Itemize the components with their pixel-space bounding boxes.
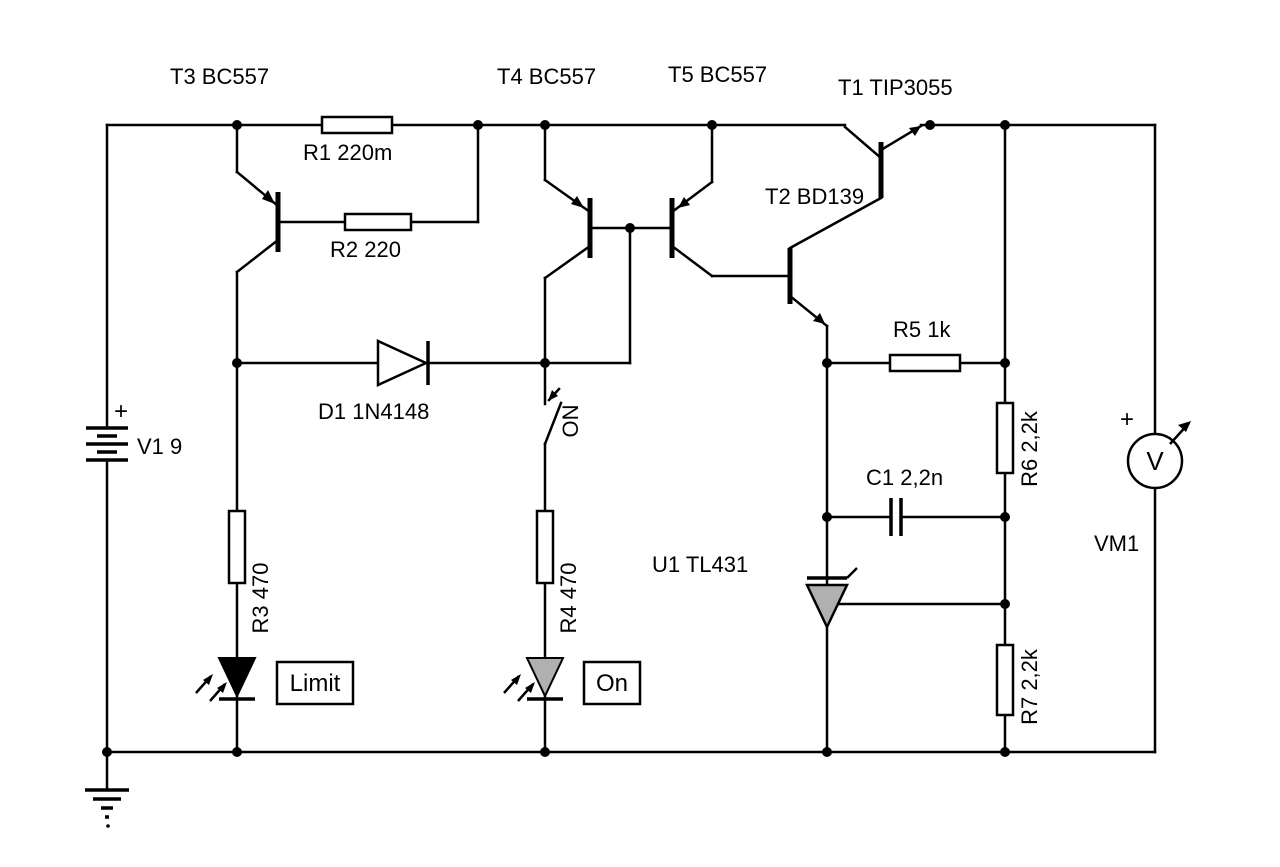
voltmeter-plus-sign: + — [1120, 406, 1134, 433]
voltmeter-vm1[interactable]: V + VM1 — [1094, 406, 1191, 556]
switch-on[interactable]: ON — [543, 387, 583, 446]
r7-label: R7 2,2k — [1017, 648, 1042, 725]
t5-label: T5 BC557 — [668, 62, 767, 87]
capacitor-c1[interactable]: C1 2,2n — [866, 465, 943, 536]
limit-label: Limit — [290, 670, 341, 697]
transistor-t4[interactable]: T4 BC557 — [497, 64, 596, 280]
transistor-t5[interactable]: T5 BC557 — [668, 62, 767, 278]
ground-symbol — [85, 788, 129, 828]
t4-label: T4 BC557 — [497, 64, 596, 89]
r5-label: R5 1k — [893, 317, 951, 342]
limit-label-box — [275, 660, 355, 706]
r4-label: R4 470 — [556, 563, 581, 634]
resistor-r2[interactable]: R2 220 — [330, 212, 413, 262]
on-label-box — [582, 660, 642, 706]
diode-d1[interactable]: D1 1N4148 — [318, 339, 430, 424]
transistor-t1[interactable]: T1 TIP3055 — [788, 75, 953, 250]
shunt-regulator-u1[interactable]: U1 TL431 — [652, 552, 858, 630]
r3-label: R3 470 — [248, 563, 273, 634]
u1-label: U1 TL431 — [652, 552, 748, 577]
voltmeter-letter: V — [1146, 446, 1164, 476]
vm1-label: VM1 — [1094, 531, 1139, 556]
d1-label: D1 1N4148 — [318, 399, 429, 424]
c1-label: C1 2,2n — [866, 465, 943, 490]
resistor-r4[interactable]: R4 470 — [535, 509, 581, 634]
r6-label: R6 2,2k — [1017, 410, 1042, 487]
resistor-r6[interactable]: R6 2,2k — [995, 401, 1042, 487]
t1-label: T1 TIP3055 — [838, 75, 953, 100]
resistor-r3[interactable]: R3 470 — [227, 509, 273, 634]
resistor-r1[interactable]: R1 220m — [303, 115, 394, 165]
switch-on-label: ON — [558, 405, 583, 438]
v1-label: V1 9 — [137, 434, 182, 459]
transistor-t3[interactable]: T3 BC557 — [170, 64, 281, 274]
battery-v1[interactable]: + V1 9 — [86, 398, 182, 462]
on-led-label: On — [596, 670, 628, 697]
transistor-t2[interactable]: T2 BD139 — [765, 184, 864, 328]
led-on[interactable]: On — [503, 657, 642, 706]
t2-label: T2 BD139 — [765, 184, 864, 209]
r2-label: R2 220 — [330, 237, 401, 262]
resistor-r7[interactable]: R7 2,2k — [995, 643, 1042, 725]
t3-label: T3 BC557 — [170, 64, 269, 89]
resistor-r5[interactable]: R5 1k — [888, 317, 962, 373]
r1-label: R1 220m — [303, 140, 392, 165]
battery-plus-sign: + — [114, 398, 128, 425]
junction-dots — [102, 120, 1010, 757]
led-limit[interactable]: Limit — [195, 657, 355, 706]
